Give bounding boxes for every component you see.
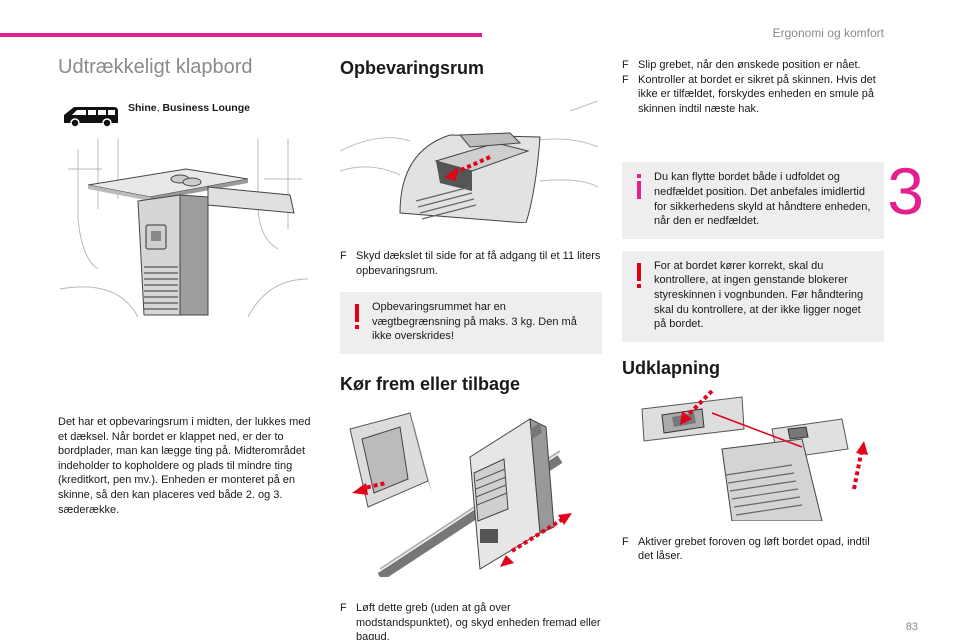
check-rail-instruction-text: Kontroller at bordet er sikret på skinne… [638, 73, 876, 115]
unfold-drawing [641, 389, 868, 521]
bullet-marker: F [340, 250, 347, 262]
release-instruction: F Slip grebet, når den ønskede position … [622, 58, 884, 73]
column-3: F Slip grebet, når den ønskede position … [622, 56, 884, 564]
info-icon [637, 174, 641, 200]
info-note-text: Du kan flytte bordet både i udfoldet og … [654, 171, 871, 228]
storage-drawing [340, 100, 598, 223]
version-label: Shine, Business Lounge [128, 102, 250, 114]
bullet-marker: F [622, 535, 629, 548]
rail-drawing [349, 412, 572, 577]
unfold-instruction-text: Aktiver grebet foroven og løft bordet op… [638, 535, 870, 563]
storage-instruction: F Skyd dækslet til side for at få adgang… [340, 249, 602, 278]
storage-instruction-text: Skyd dækslet til side for at få adgang t… [356, 250, 601, 277]
column-2: Opbevaringsrum F Skyd dækslet til side f… [340, 56, 602, 640]
fold-table-description: Det har et opbevaringsrum i midten, der … [58, 416, 311, 516]
storage-warning-note: Opbevaringsrummet har en vægtbegrænsning… [340, 292, 602, 354]
rail-illustration [340, 408, 598, 577]
move-instruction-text: Løft dette greb (uden at gå over modstan… [356, 601, 601, 640]
storage-warning-text: Opbevaringsrummet har en vægtbegrænsning… [372, 301, 577, 343]
warning-icon [355, 304, 359, 330]
move-instruction: F Løft dette greb (uden at gå over modst… [340, 601, 602, 640]
bullet-marker: F [340, 601, 347, 614]
version-separator: , [156, 102, 163, 114]
unfold-instruction: F Aktiver grebet foroven og løft bordet … [622, 535, 884, 564]
van-icon [64, 107, 118, 128]
chapter-number: 3 [887, 154, 924, 228]
section-title-fold-table: Udtrækkeligt klapbord [58, 56, 253, 78]
warning-icon [637, 262, 641, 288]
release-instruction-text: Slip grebet, når den ønskede position er… [638, 59, 861, 71]
check-rail-instruction: F Kontroller at bordet er sikret på skin… [622, 73, 884, 117]
column-1: Udtrækkeligt klapbord Shine, Business Lo… [58, 56, 316, 517]
section-title-move: Kør frem eller tilbage [340, 373, 521, 394]
version-shine: Shine [128, 102, 157, 114]
section-title-unfold: Udklapning [622, 357, 720, 378]
bullet-marker: F [622, 59, 629, 71]
section-header: Ergonomi og komfort [772, 26, 884, 40]
fold-table-drawing [59, 139, 309, 317]
rail-warning-text: For at bordet kører korrekt, skal du kon… [654, 259, 864, 331]
page-number: 83 [905, 621, 918, 633]
header-accent-bar [0, 33, 482, 37]
section-title-storage: Opbevaringsrum [340, 58, 485, 78]
version-applicability: Shine, Business Lounge [60, 101, 316, 129]
unfold-illustration [622, 388, 880, 521]
version-business-lounge: Business Lounge [162, 102, 250, 114]
fold-table-illustration [58, 139, 310, 317]
rail-warning-note: For at bordet kører korrekt, skal du kon… [622, 250, 884, 342]
info-note: Du kan flytte bordet både i udfoldet og … [622, 162, 884, 239]
bullet-marker: F [622, 73, 629, 86]
storage-illustration [340, 91, 598, 223]
